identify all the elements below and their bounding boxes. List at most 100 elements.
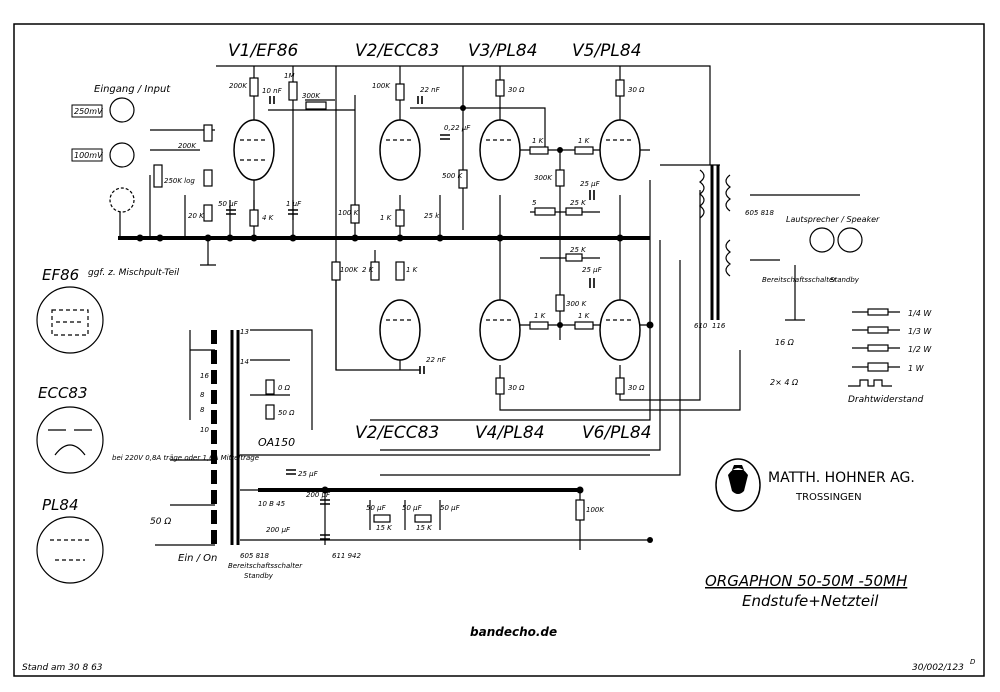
label-r1k-d: 1 K: [578, 137, 591, 145]
junctions: [136, 105, 654, 543]
tube-label-v4: V4/PL84: [475, 423, 545, 443]
input-sockets: [109, 97, 863, 253]
speaker-4ohm: 2× 4 Ω: [770, 378, 799, 387]
label-c25uf-c: 25 μF: [298, 470, 319, 478]
tube-v2a: [379, 119, 421, 181]
label-r100k-a: 100K: [372, 82, 391, 90]
label-r1k-b: 1 K: [406, 266, 419, 274]
legend-item-3: 1/2 W: [908, 345, 932, 354]
label-r30-c: 30 Ω: [508, 384, 525, 392]
tap-16: 16: [200, 372, 209, 380]
fuse-note: bei 220V 0,8A träge oder 1,6A Mittelträg…: [112, 454, 259, 462]
tap-13: 13: [240, 328, 249, 336]
label-c25uf-a: 25 μF: [580, 180, 601, 188]
label-c50-b: 50 μF: [402, 504, 423, 512]
label-c200-b: 200 μF: [266, 526, 291, 534]
tube-v3: [479, 119, 521, 181]
tube-label-v1: V1/EF86: [228, 41, 299, 61]
footer-doc: 30/002/123: [912, 663, 964, 673]
label-r5: 5: [532, 199, 537, 207]
wattage-legend: [848, 308, 900, 387]
tube-label-v3: V3/PL84: [468, 41, 538, 61]
label-r1k-f: 1 K: [578, 312, 591, 320]
input-level-box-high: [71, 104, 103, 118]
tube-v5: [599, 119, 641, 181]
tap-8a: 8: [200, 391, 205, 399]
speaker-label: Lautsprecher / Speaker: [786, 215, 880, 224]
label-r300k: 300K: [302, 92, 321, 100]
capacitors: [226, 96, 595, 540]
watermark: bandecho.de: [470, 625, 557, 639]
label-r1k-c: 1 K: [532, 137, 545, 145]
label-r100k-b: 100 K: [338, 209, 360, 217]
legend-item-4: 1 W: [908, 364, 925, 373]
model-line2: Endstufe+Netzteil: [742, 592, 879, 610]
label-r200k-b: 200K: [178, 142, 197, 150]
label-r100k-c: 100K: [340, 266, 359, 274]
label-c10nf: 10 nF: [262, 87, 283, 95]
standby-label: Bereitschaftsschalter: [228, 562, 303, 570]
label-r15k-a: 15 K: [376, 524, 393, 532]
tube-label-v2: V2/ECC83: [355, 41, 439, 61]
label-c22nf-b: 22 nF: [426, 356, 447, 364]
output-transformer: [699, 165, 731, 320]
label-r50: 50 Ω: [278, 409, 295, 417]
transformer-num-b: 116: [712, 322, 726, 330]
label-r15k-b: 15 K: [416, 524, 433, 532]
label-r30-d: 30 Ω: [628, 384, 645, 392]
standby-num: 605 818: [240, 552, 269, 560]
label-c022: 0,22 μF: [444, 124, 471, 132]
label-c25uf-b: 25 μF: [582, 266, 603, 274]
label-r1k-e: 1 K: [534, 312, 547, 320]
speaker-switch-num: 605 818: [745, 209, 774, 217]
tap-14: 14: [240, 358, 249, 366]
power-transformer: [211, 330, 240, 545]
mains-ohm: 50 Ω: [150, 517, 171, 527]
resistors: [153, 77, 625, 523]
label-c200-a: 200 μF: [306, 491, 331, 499]
input-level-low: 100mV: [74, 151, 103, 160]
tube-v2b: [379, 299, 421, 361]
label-r500k: 500 K: [442, 172, 464, 180]
transformer-num-a: 610: [694, 322, 708, 330]
speaker-standby-switch: Bereitschaftsschalter: [762, 276, 837, 284]
tap-8b: 8: [200, 406, 205, 414]
label-r30-a: 30 Ω: [508, 86, 525, 94]
standby-en: Standby: [244, 572, 274, 580]
hv-rect-label: 10 B 45: [258, 500, 286, 508]
tube-label-v5: V5/PL84: [572, 41, 642, 61]
label-r25k-b: 25 K: [570, 199, 587, 207]
rectifier-label: OA150: [258, 436, 295, 449]
footer-doc-sup: D: [970, 658, 976, 666]
tubes: [233, 119, 641, 361]
tube-label-v2b: V2/ECC83: [355, 423, 439, 443]
power-switch-label: Ein / On: [178, 553, 217, 564]
company-city: TROSSINGEN: [795, 492, 862, 503]
label-r300k-b: 300K: [534, 174, 553, 182]
input-title: Eingang / Input: [94, 84, 171, 95]
label-r100k-d: 100K: [586, 506, 605, 514]
tube-v6: [599, 299, 641, 361]
label-r2k: 2 K: [362, 266, 375, 274]
input-level-box-low: [71, 148, 103, 162]
pinout-diagrams: [36, 286, 104, 584]
label-r0: 0 Ω: [278, 384, 291, 392]
input-level-high: 250mV: [74, 107, 103, 116]
tube-v4: [479, 299, 521, 361]
label-r1k: 1 K: [380, 214, 393, 222]
label-r300k-c: 300 K: [566, 300, 588, 308]
choke-num: 611 942: [332, 552, 361, 560]
label-c50-a: 50 μF: [366, 504, 387, 512]
label-r4k: 4 K: [262, 214, 275, 222]
pinout-label-ef86: EF86: [42, 266, 79, 284]
label-c50-c: 50 μF: [440, 504, 461, 512]
legend-item-1: 1/4 W: [908, 309, 932, 318]
tube-label-v6: V6/PL84: [582, 423, 652, 443]
label-c50uf: 50 μF: [218, 200, 239, 208]
hohner-logo: [715, 458, 761, 512]
label-r20k: 20 K: [188, 212, 205, 220]
legend-wire: Drahtwiderstand: [848, 395, 924, 405]
label-r1m: 1M: [284, 72, 295, 80]
